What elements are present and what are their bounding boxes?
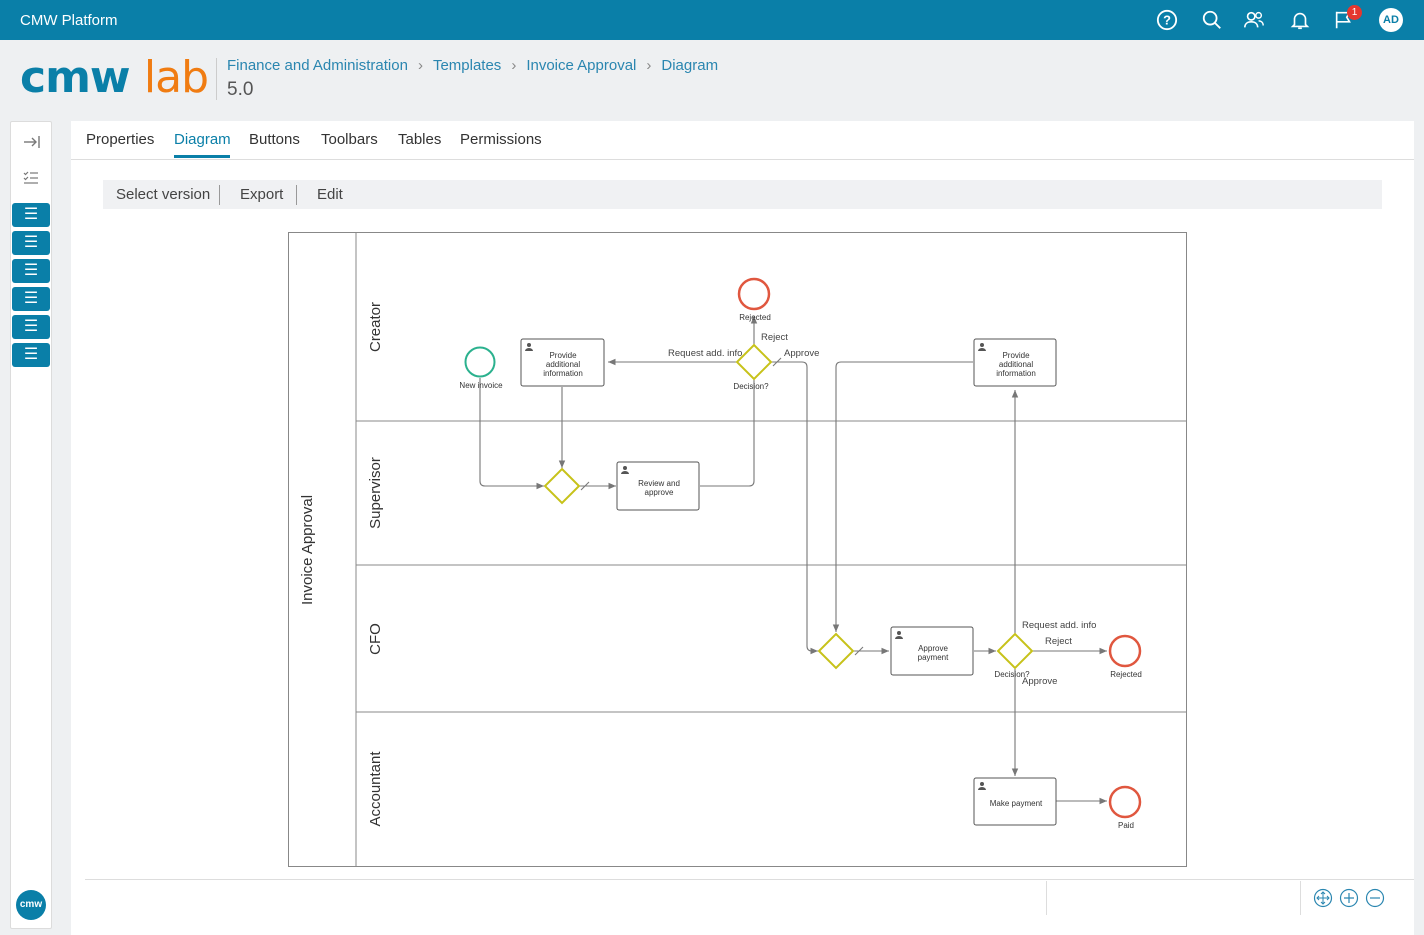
expand-sidebar-icon[interactable] xyxy=(16,129,46,155)
task-provide-info[interactable]: Provide additional information xyxy=(520,338,605,387)
breadcrumb-item[interactable]: Templates xyxy=(432,57,502,74)
fit-view-icon[interactable] xyxy=(1313,888,1333,908)
lane-accountant: Accountant xyxy=(367,751,384,827)
flow-label: Approve xyxy=(1022,676,1057,687)
search-icon[interactable] xyxy=(1200,8,1224,32)
svg-text:information: information xyxy=(996,369,1036,378)
decision-gateway[interactable] xyxy=(996,632,1034,670)
sequence-flows xyxy=(479,316,1107,805)
tab-toolbars[interactable]: Toolbars xyxy=(321,131,378,148)
start-event[interactable] xyxy=(464,346,496,378)
svg-text:Review and: Review and xyxy=(638,479,680,488)
edit-button[interactable]: Edit xyxy=(317,186,343,203)
avatar[interactable]: AD xyxy=(1379,8,1403,32)
cmw-lab-logo: cmw lab xyxy=(20,52,209,103)
menu-list-icon[interactable]: ☰ xyxy=(12,343,50,367)
zoom-in-icon[interactable] xyxy=(1339,888,1359,908)
footer-divider xyxy=(85,879,1414,880)
toolbar-divider xyxy=(296,185,297,205)
flow-label: Approve xyxy=(784,348,819,359)
breadcrumb-item[interactable]: Finance and Administration xyxy=(227,57,408,74)
tab-tables[interactable]: Tables xyxy=(398,131,442,148)
gateway-label: Decision? xyxy=(733,382,769,391)
svg-text:?: ? xyxy=(1163,13,1171,28)
start-event-label: New invoice xyxy=(459,381,503,390)
pool xyxy=(288,232,1187,867)
decision-gateway[interactable] xyxy=(735,343,773,381)
svg-text:Approve: Approve xyxy=(918,644,948,653)
lane-supervisor: Supervisor xyxy=(367,457,384,529)
end-event-label: Paid xyxy=(1118,821,1134,830)
lane-cfo: CFO xyxy=(367,623,384,655)
checklist-icon[interactable] xyxy=(16,165,46,191)
breadcrumb-item[interactable]: Diagram xyxy=(661,57,719,74)
breadcrumb-item[interactable]: Invoice Approval xyxy=(526,57,637,74)
menu-list-icon[interactable]: ☰ xyxy=(12,231,50,255)
svg-text:Provide: Provide xyxy=(1002,351,1030,360)
task-review-approve[interactable]: Review and approve xyxy=(616,461,700,511)
help-icon[interactable]: ? xyxy=(1155,8,1179,32)
menu-list-icon[interactable]: ☰ xyxy=(12,315,50,339)
active-tab-indicator xyxy=(174,155,230,158)
pool-label: Invoice Approval xyxy=(299,495,316,605)
flow-label: Request add. info xyxy=(1022,620,1096,631)
svg-text:additional: additional xyxy=(999,360,1033,369)
version-label: 5.0 xyxy=(227,79,254,100)
footer-divider xyxy=(1300,881,1301,915)
end-event-label: Rejected xyxy=(739,313,771,322)
flow-label: Request add. info xyxy=(668,348,742,359)
zoom-out-icon[interactable] xyxy=(1365,888,1385,908)
flow-label: Reject xyxy=(1045,636,1072,647)
flag-icon[interactable] xyxy=(1332,8,1356,32)
task-make-payment[interactable]: Make payment xyxy=(973,777,1057,826)
cmw-small-logo[interactable]: cmw xyxy=(16,890,46,920)
user-task-icon xyxy=(525,343,533,351)
toolbar-divider xyxy=(219,185,220,205)
tab-properties[interactable]: Properties xyxy=(86,131,155,148)
tab-diagram[interactable]: Diagram xyxy=(174,131,231,148)
select-version-button[interactable]: Select version xyxy=(116,186,211,203)
parallel-gateway[interactable] xyxy=(543,467,581,505)
bell-icon[interactable] xyxy=(1288,8,1312,32)
end-event-rejected[interactable] xyxy=(1108,634,1142,668)
user-task-icon xyxy=(621,466,629,474)
svg-text:information: information xyxy=(543,369,583,378)
breadcrumb: Finance and Administration›Templates›Inv… xyxy=(227,57,719,74)
svg-text:approve: approve xyxy=(645,488,674,497)
notification-badge: 1 xyxy=(1347,5,1362,20)
user-task-icon xyxy=(978,343,986,351)
export-button[interactable]: Export xyxy=(240,186,284,203)
sidebar: ☰ ☰ ☰ ☰ ☰ ☰ cmw xyxy=(10,121,52,929)
svg-text:Make payment: Make payment xyxy=(990,799,1043,808)
footer-divider xyxy=(1046,881,1047,915)
end-event-rejected[interactable] xyxy=(737,277,771,311)
svg-text:Provide: Provide xyxy=(549,351,577,360)
top-bar: CMW Platform ? 1 AD xyxy=(0,0,1424,40)
end-event-label: Rejected xyxy=(1110,670,1142,679)
svg-text:payment: payment xyxy=(918,653,949,662)
task-approve-payment[interactable]: Approve payment xyxy=(890,626,974,676)
tab-permissions[interactable]: Permissions xyxy=(460,131,542,148)
lane-creator: Creator xyxy=(367,302,384,352)
process-diagram[interactable]: Invoice Approval Creator Supervisor CFO … xyxy=(288,232,1188,869)
menu-list-icon[interactable]: ☰ xyxy=(12,287,50,311)
header-divider xyxy=(216,58,217,100)
users-icon[interactable] xyxy=(1242,8,1266,32)
user-task-icon xyxy=(895,631,903,639)
flow-label: Reject xyxy=(761,332,788,343)
end-event-paid[interactable] xyxy=(1108,785,1142,819)
tab-bar: Properties Diagram Buttons Toolbars Tabl… xyxy=(71,121,1414,160)
parallel-gateway[interactable] xyxy=(817,632,855,670)
user-task-icon xyxy=(978,782,986,790)
app-title: CMW Platform xyxy=(20,12,118,29)
menu-list-icon[interactable]: ☰ xyxy=(12,203,50,227)
diagram-toolbar: Select version Export Edit xyxy=(103,180,1382,209)
svg-text:additional: additional xyxy=(546,360,580,369)
menu-list-icon[interactable]: ☰ xyxy=(12,259,50,283)
task-provide-info[interactable]: Provide additional information xyxy=(973,338,1057,387)
main-panel: Properties Diagram Buttons Toolbars Tabl… xyxy=(71,121,1414,935)
gateway-label: Decision? xyxy=(994,670,1030,679)
tab-buttons[interactable]: Buttons xyxy=(249,131,300,148)
